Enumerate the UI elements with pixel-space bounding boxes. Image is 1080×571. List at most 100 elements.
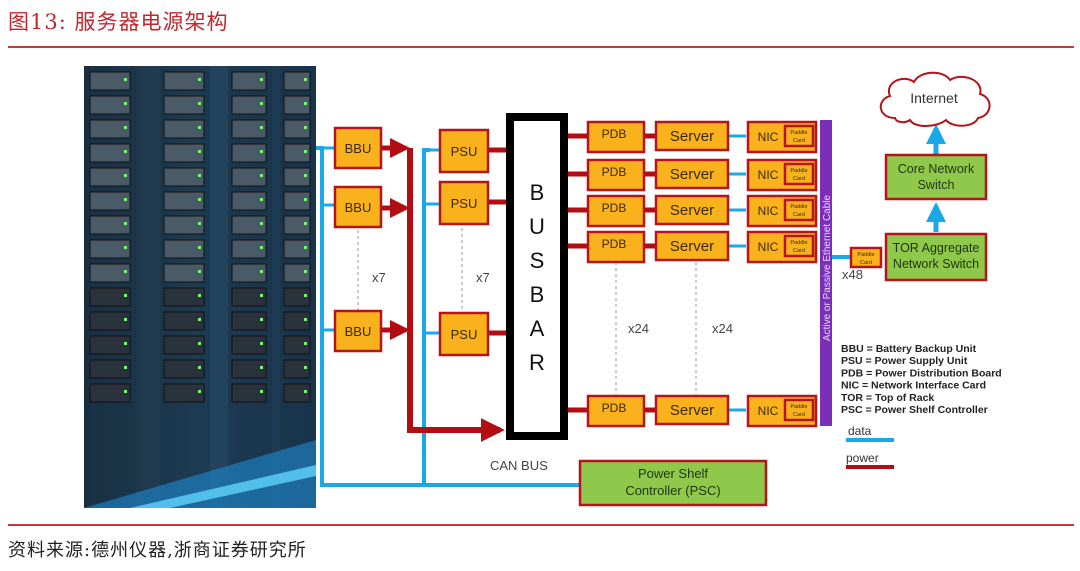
- svg-text:Card: Card: [793, 248, 805, 254]
- server-box: Server: [654, 394, 730, 426]
- can-bus-label: CAN BUS: [490, 458, 548, 473]
- server-box: Server: [654, 120, 730, 152]
- bottom-divider: [8, 524, 1074, 526]
- svg-text:PDB: PDB: [602, 127, 627, 141]
- server-box: Server: [654, 158, 730, 190]
- svg-text:Paddle: Paddle: [790, 204, 807, 210]
- busbar-letter: U: [529, 214, 545, 239]
- svg-text:Card: Card: [793, 138, 805, 144]
- paddle-count: x48: [842, 267, 863, 282]
- bbu-box: BBU: [333, 185, 383, 229]
- svg-text:Paddle: Paddle: [790, 130, 807, 136]
- svg-text:PDB: PDB: [602, 237, 627, 251]
- psu-box: PSU: [438, 311, 490, 357]
- busbar-letter: R: [529, 350, 545, 375]
- psu-box: PSU: [438, 180, 490, 226]
- busbar-letter: B: [530, 180, 545, 205]
- svg-text:Server: Server: [670, 402, 714, 419]
- server-count: x24: [712, 321, 733, 336]
- svg-text:NIC: NIC: [758, 240, 779, 254]
- svg-text:TOR Aggregate: TOR Aggregate: [893, 241, 980, 255]
- svg-text:PSU: PSU: [451, 144, 478, 159]
- busbar-letter: S: [530, 248, 545, 273]
- power-lines: [380, 133, 656, 442]
- svg-text:PDB: PDB: [602, 401, 627, 415]
- svg-text:Server: Server: [670, 238, 714, 255]
- svg-text:Power Shelf: Power Shelf: [638, 466, 708, 481]
- top-divider: [8, 46, 1074, 48]
- svg-text:Server: Server: [670, 202, 714, 219]
- svg-text:PSU: PSU: [451, 327, 478, 342]
- legend-definition: TOR = Top of Rack: [841, 392, 934, 404]
- replication-dashes: [357, 228, 697, 396]
- core-network-switch: Core Network Switch: [884, 153, 988, 201]
- tor-paddle-card: Paddle Card: [849, 246, 883, 269]
- legend-data-label: data: [848, 424, 872, 438]
- server-box: Server: [654, 230, 730, 262]
- figure-title: 图13: 服务器电源架构: [8, 10, 229, 34]
- bbu-count: x7: [372, 270, 386, 285]
- svg-text:NIC: NIC: [758, 204, 779, 218]
- svg-text:NIC: NIC: [758, 130, 779, 144]
- svg-text:Core Network: Core Network: [898, 162, 975, 176]
- pdb-box: PDB: [586, 120, 646, 154]
- ethernet-cable-label: Active or Passive Ethernet Cable: [822, 194, 833, 341]
- bbu-box: BBU: [333, 126, 383, 170]
- psu-count: x7: [476, 270, 490, 285]
- pdb-count: x24: [628, 321, 649, 336]
- server-box: Server: [654, 194, 730, 226]
- svg-text:Card: Card: [793, 212, 805, 218]
- tor-aggregate-switch: TOR Aggregate Network Switch: [884, 232, 988, 282]
- svg-text:Paddle: Paddle: [857, 252, 874, 258]
- psu-box: PSU: [438, 128, 490, 174]
- legend-definition: BBU = Battery Backup Unit: [841, 343, 977, 355]
- svg-text:PDB: PDB: [602, 165, 627, 179]
- busbar-letter: B: [530, 282, 545, 307]
- svg-text:Network Switch: Network Switch: [893, 257, 979, 271]
- svg-text:NIC: NIC: [758, 168, 779, 182]
- legend-definition: PDB = Power Distribution Board: [841, 367, 1002, 379]
- svg-text:Controller (PSC): Controller (PSC): [625, 483, 720, 498]
- svg-text:Server: Server: [670, 128, 714, 145]
- svg-text:Paddle: Paddle: [790, 240, 807, 246]
- svg-text:PDB: PDB: [602, 201, 627, 215]
- svg-text:BBU: BBU: [345, 141, 372, 156]
- svg-text:BBU: BBU: [345, 200, 372, 215]
- pdb-box: PDB: [586, 230, 646, 264]
- pdb-box: PDB: [586, 158, 646, 192]
- legend-definition: NIC = Network Interface Card: [841, 380, 986, 392]
- svg-text:Card: Card: [793, 412, 805, 418]
- legend-power-swatch: [846, 465, 894, 469]
- legend-definition: PSC = Power Shelf Controller: [841, 404, 988, 416]
- data-lines: [316, 124, 946, 487]
- legend-power-label: power: [846, 451, 879, 465]
- svg-text:Card: Card: [793, 176, 805, 182]
- svg-text:NIC: NIC: [758, 404, 779, 418]
- pdb-box: PDB: [586, 194, 646, 228]
- svg-text:Switch: Switch: [918, 178, 955, 192]
- legend-data-swatch: [846, 438, 894, 442]
- svg-text:BBU: BBU: [345, 324, 372, 339]
- power-shelf-controller: Power Shelf Controller (PSC): [578, 459, 768, 507]
- source-note: 资料来源:德州仪器,浙商证券研究所: [8, 540, 307, 561]
- legend-definition: PSU = Power Supply Unit: [841, 355, 968, 367]
- svg-text:Internet: Internet: [910, 90, 958, 106]
- svg-text:Card: Card: [860, 260, 872, 266]
- svg-text:Paddle: Paddle: [790, 404, 807, 410]
- busbar-letter: A: [530, 316, 545, 341]
- internet-cloud: Internet: [879, 71, 991, 127]
- svg-text:PSU: PSU: [451, 196, 478, 211]
- bbu-box: BBU: [333, 309, 383, 353]
